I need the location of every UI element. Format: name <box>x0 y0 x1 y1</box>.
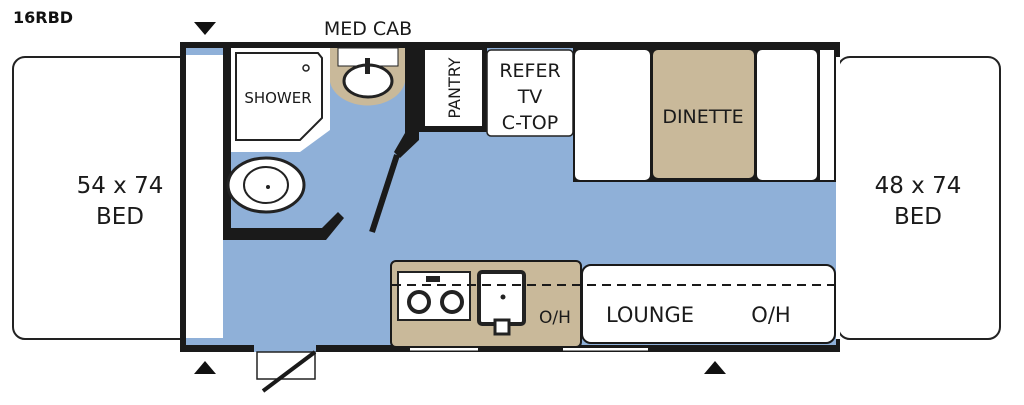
pantry <box>425 50 482 126</box>
left-bed-size: 54 x 74 <box>77 173 164 199</box>
bath-wall-right <box>405 48 419 133</box>
shower-label: SHOWER <box>244 89 311 107</box>
toilet-icon <box>226 156 306 214</box>
shower-drain-icon <box>302 64 310 72</box>
right-bed-label: BED <box>894 204 942 230</box>
faucet-icon <box>365 58 370 74</box>
triangle-up-marker-icon <box>194 361 216 374</box>
left-bed-label: BED <box>96 204 144 230</box>
window <box>563 348 648 351</box>
lounge-label: LOUNGE <box>606 303 694 327</box>
triangle-up-marker-icon <box>704 361 726 374</box>
dinette-table <box>653 50 754 178</box>
dinette-back <box>820 50 834 180</box>
refer-label-3: C-TOP <box>502 112 558 134</box>
bath-wall-left <box>223 48 231 240</box>
triangle-down-marker-icon <box>194 22 216 35</box>
left-bed-overlap <box>186 55 223 338</box>
entry-door[interactable] <box>261 350 317 393</box>
bathroom-door[interactable] <box>369 154 400 233</box>
right-bed-overlap <box>836 57 840 339</box>
galley-faucet <box>493 318 511 336</box>
entry-opening <box>254 345 316 352</box>
bath-wall-bottom <box>223 212 344 240</box>
burner-right <box>440 290 464 314</box>
dinette-label: DINETTE <box>662 106 743 128</box>
door-jamb <box>394 133 419 158</box>
toilet-seat <box>243 166 289 204</box>
galley-drain <box>500 294 506 300</box>
stove-knob <box>426 276 440 282</box>
window <box>410 348 478 351</box>
lounge-oh-label: O/H <box>751 303 790 327</box>
med-cab-label: MED CAB <box>324 18 412 40</box>
dinette-seat-right <box>757 50 817 180</box>
refer-label-1: REFER <box>499 60 560 82</box>
shower <box>235 52 323 141</box>
dinette-seat-left <box>575 50 650 180</box>
burner-left <box>407 290 431 314</box>
refer-label-2: TV <box>517 86 543 108</box>
model-title: 16RBD <box>13 8 73 27</box>
right-bed-size: 48 x 74 <box>875 173 962 199</box>
galley-oh-label: O/H <box>539 308 571 328</box>
toilet-center <box>266 185 270 189</box>
pantry-label: PANTRY <box>445 57 464 118</box>
